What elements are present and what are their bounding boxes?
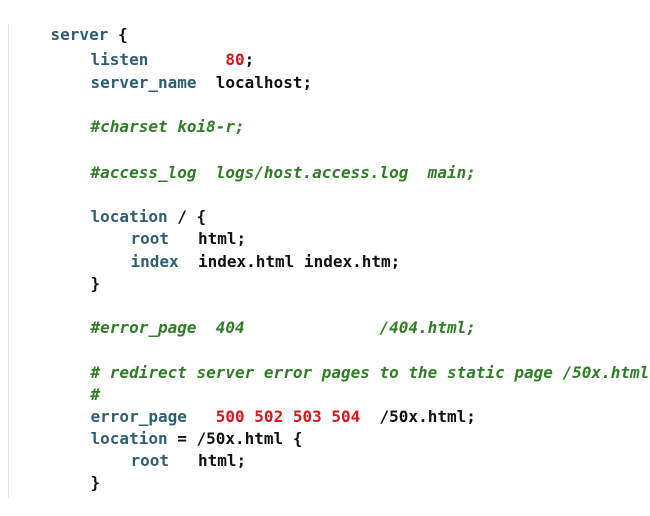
- token-punct: ;: [244, 50, 255, 69]
- code-line-close-brace: }: [52, 251, 101, 293]
- token-comment: # redirect server error pages to the sta…: [90, 363, 650, 382]
- token-punct: / {: [167, 207, 207, 226]
- token-keyword: root: [130, 229, 170, 248]
- indent-guide: [8, 24, 9, 498]
- code-editor[interactable]: server { listen 80; server_name localhos…: [0, 0, 650, 498]
- token-keyword: location: [90, 429, 168, 448]
- code-line-server: server {: [12, 2, 128, 44]
- code-line-charset-comment: #charset koi8-r;: [52, 94, 245, 136]
- token-text: html;: [169, 229, 247, 248]
- token-text: html;: [169, 451, 247, 470]
- token-comment: #: [90, 385, 101, 404]
- code-line-redirect-comment: # redirect server error pages to the sta…: [52, 340, 650, 382]
- code-line-location-50x: location = /50x.html {: [52, 406, 303, 448]
- token-keyword: error_page: [90, 407, 187, 426]
- token-comment: #charset koi8-r;: [90, 117, 245, 136]
- token-punct: }: [90, 473, 101, 492]
- token-keyword: server: [50, 25, 109, 44]
- code-line-server-name: server_name localhost;: [52, 50, 313, 92]
- token-keyword: root: [130, 451, 170, 470]
- token-keyword: server_name: [90, 73, 197, 92]
- token-keyword: index: [130, 252, 179, 271]
- token-number: 500 502 503 504: [215, 407, 361, 426]
- token-text: /50x.html;: [360, 407, 476, 426]
- code-line-listen: listen 80;: [52, 27, 255, 69]
- code-line-access-log-comment: #access_log logs/host.access.log main;: [52, 140, 476, 182]
- token-text: = /50x.html {: [167, 429, 303, 448]
- code-line-error-page: error_page 500 502 503 504 /50x.html;: [52, 384, 476, 426]
- code-line-root: root html;: [92, 206, 247, 248]
- token-comment: #error_page 404 /404.html;: [90, 318, 476, 337]
- token-punct: }: [90, 274, 101, 293]
- code-line-root-50x: root html;: [92, 428, 247, 470]
- code-line-close-brace: }: [52, 450, 101, 492]
- token-keyword: location: [90, 207, 168, 226]
- code-line-error-page-comment: #error_page 404 /404.html;: [52, 295, 476, 337]
- token-keyword: listen: [90, 50, 149, 69]
- code-line-index: index index.html index.htm;: [92, 229, 401, 271]
- token-number: 80: [225, 50, 245, 69]
- code-line-location-root: location / {: [52, 184, 207, 226]
- token-text: index.html index.htm;: [178, 252, 401, 271]
- code-line-hash-comment: #: [52, 362, 101, 404]
- token-punct: {: [108, 25, 128, 44]
- token-text: localhost;: [196, 73, 313, 92]
- token-comment: #access_log logs/host.access.log main;: [90, 163, 476, 182]
